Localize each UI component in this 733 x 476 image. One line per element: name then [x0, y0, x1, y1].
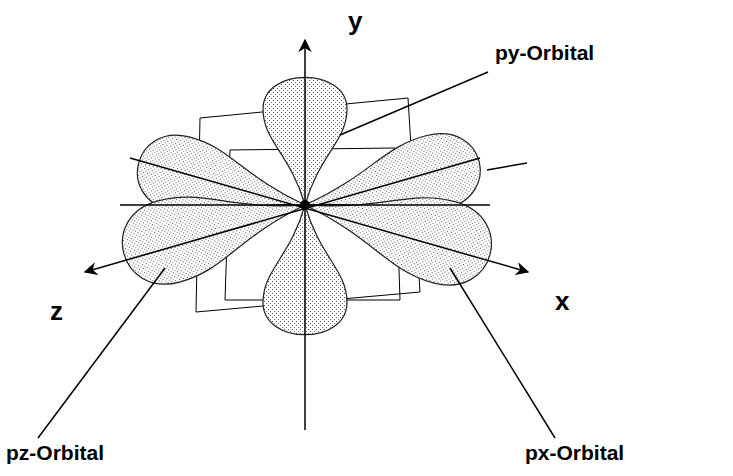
orbital-label: px-Orbital	[525, 442, 624, 463]
axis-label: z	[50, 298, 63, 324]
orbital-label: py-Orbital	[495, 42, 594, 63]
axis-label: y	[348, 8, 362, 34]
orbital-lobe	[113, 164, 316, 294]
orbital-label: pz-Orbital	[6, 442, 104, 463]
axis-label: x	[555, 288, 569, 314]
orbital-lobe	[294, 164, 501, 295]
